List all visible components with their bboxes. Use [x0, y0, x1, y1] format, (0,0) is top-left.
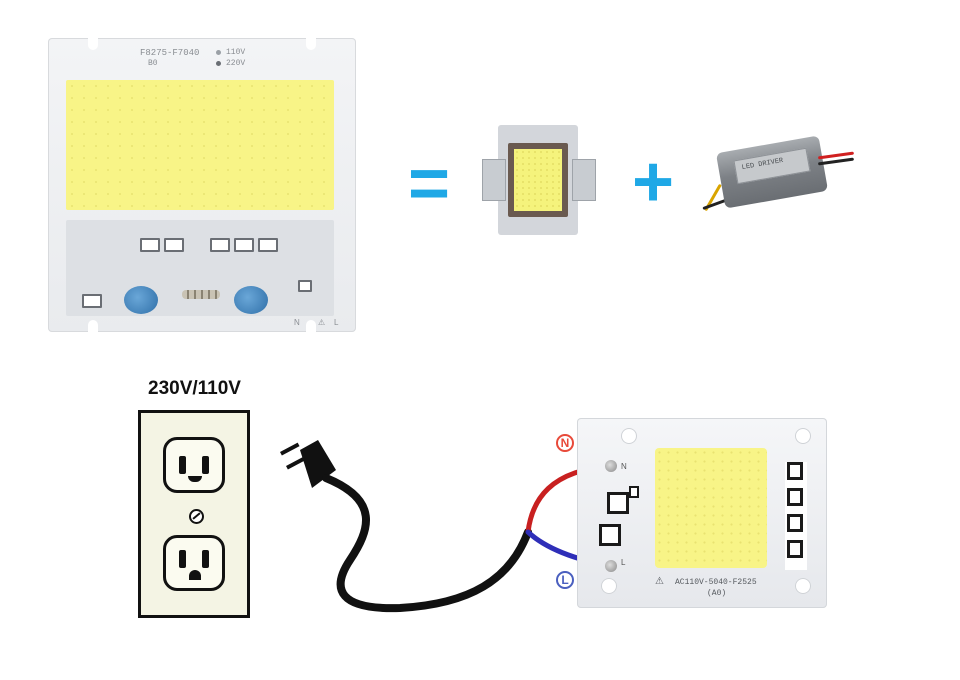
- board-model-text: F8275-F7040: [140, 48, 200, 58]
- outlet-socket-lower: [163, 535, 225, 591]
- board-pin-n-label: N: [294, 318, 300, 327]
- wall-outlet: [138, 410, 250, 618]
- smd-chip: [629, 486, 639, 498]
- outlet-slot: [179, 456, 186, 474]
- smd-chip: [787, 462, 803, 480]
- smd-chip: [787, 514, 803, 532]
- board-pin-l-label: L: [621, 558, 626, 567]
- smd-chip: [787, 488, 803, 506]
- solder-tab: [572, 159, 596, 201]
- smd-chip: [210, 238, 230, 252]
- plus-sign: +: [632, 142, 675, 222]
- smd-chip: [599, 524, 621, 546]
- plug-prongs: [280, 442, 306, 470]
- outlet-screw: [189, 509, 204, 524]
- smd-chip: [140, 238, 160, 252]
- power-cord: [322, 474, 532, 613]
- board-pin-n-label: N: [621, 462, 627, 471]
- smd-chip: [234, 238, 254, 252]
- board-notch: [88, 36, 98, 50]
- outlet-socket-upper: [163, 437, 225, 493]
- smd-chip: [787, 540, 803, 558]
- board-notch: [306, 36, 316, 50]
- varistor-capacitor: [234, 286, 268, 314]
- board-pin-l-label: L: [334, 318, 339, 327]
- warning-triangle-icon: ⚠: [318, 318, 326, 327]
- varistor-capacitor: [124, 286, 158, 314]
- mounting-hole: [795, 578, 811, 594]
- board-voltage-110: 110V: [226, 48, 246, 57]
- ac-cob-led-board-top: F8275-F7040 B0 110V 220V N ⚠ L: [48, 36, 356, 334]
- solder-tab: [482, 159, 506, 201]
- resistor: [182, 290, 220, 299]
- warning-triangle-icon: ⚠: [655, 576, 664, 587]
- mains-voltage-label: 230V/110V: [148, 378, 241, 399]
- outlet-slot: [202, 550, 209, 568]
- board-model-text: AC110V-5040-F2525: [675, 578, 757, 587]
- smd-chip: [607, 492, 629, 514]
- outlet-ground-hole: [188, 476, 202, 482]
- smd-chip: [82, 294, 102, 308]
- led-phosphor-area: [655, 448, 767, 568]
- led-phosphor-area: [66, 80, 334, 210]
- board-bin-text: (A0): [707, 589, 727, 598]
- solder-pad-neutral: [605, 460, 617, 472]
- smd-chip: [164, 238, 184, 252]
- outlet-slot: [179, 550, 186, 568]
- dc-cob-led-chip: [480, 125, 596, 235]
- live-marker: L: [556, 571, 574, 589]
- outlet-slot: [202, 456, 209, 474]
- board-notch: [306, 320, 316, 334]
- outlet-ground-hole: [189, 570, 201, 580]
- voltage-dot-icon: [216, 50, 221, 55]
- voltage-dot-icon: [216, 61, 221, 66]
- component-column: [785, 462, 807, 570]
- mounting-hole: [601, 578, 617, 594]
- equals-sign: =: [408, 144, 451, 224]
- smd-chip: [298, 280, 312, 292]
- smd-chip: [258, 238, 278, 252]
- solder-pad-live: [605, 560, 617, 572]
- mounting-hole: [621, 428, 637, 444]
- board-voltage-220: 220V: [226, 59, 246, 68]
- ac-cob-led-board-bottom: N L ⚠ AC110V-5040-F2525 (A0): [577, 418, 827, 608]
- mounting-hole: [795, 428, 811, 444]
- neutral-marker: N: [556, 434, 574, 452]
- board-notch: [88, 320, 98, 334]
- board-bin-text: B0: [148, 59, 158, 68]
- led-phosphor-area: [514, 149, 562, 211]
- driver-components-strip: [66, 220, 334, 316]
